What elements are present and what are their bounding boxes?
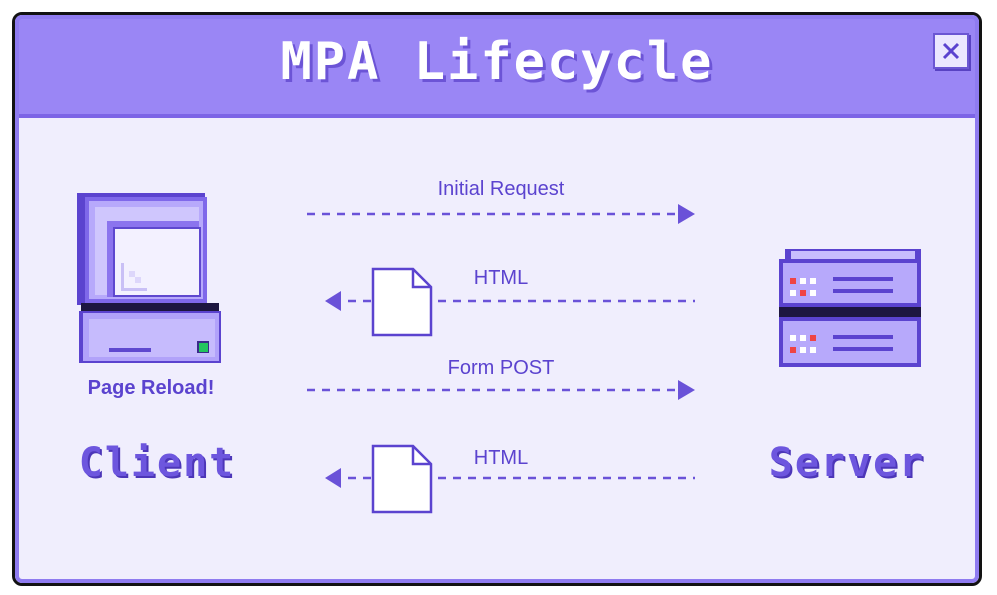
- diagram-canvas: [77, 193, 921, 514]
- client-note: Page Reload!: [87, 377, 215, 399]
- close-button[interactable]: [933, 33, 969, 69]
- server-label: Server: [768, 440, 926, 486]
- server-icon: [779, 249, 921, 367]
- arrow-form-post: [307, 380, 695, 400]
- flow-label-initial-request: Initial Request: [437, 178, 565, 200]
- document-icon: [371, 444, 433, 514]
- document-icon: [371, 267, 433, 337]
- computer-icon: [77, 193, 221, 363]
- flow-label-html-1: HTML: [473, 267, 529, 289]
- title-bar: MPA Lifecycle: [15, 15, 979, 118]
- flow-label-html-2: HTML: [473, 447, 529, 469]
- arrow-initial-request: [307, 204, 695, 224]
- client-label: Client: [78, 440, 236, 486]
- close-icon: [942, 42, 960, 60]
- flow-label-form-post: Form POST: [447, 357, 555, 379]
- window-title: MPA Lifecycle: [280, 32, 714, 92]
- mpa-lifecycle-window: MPA Lifecycle: [12, 12, 982, 586]
